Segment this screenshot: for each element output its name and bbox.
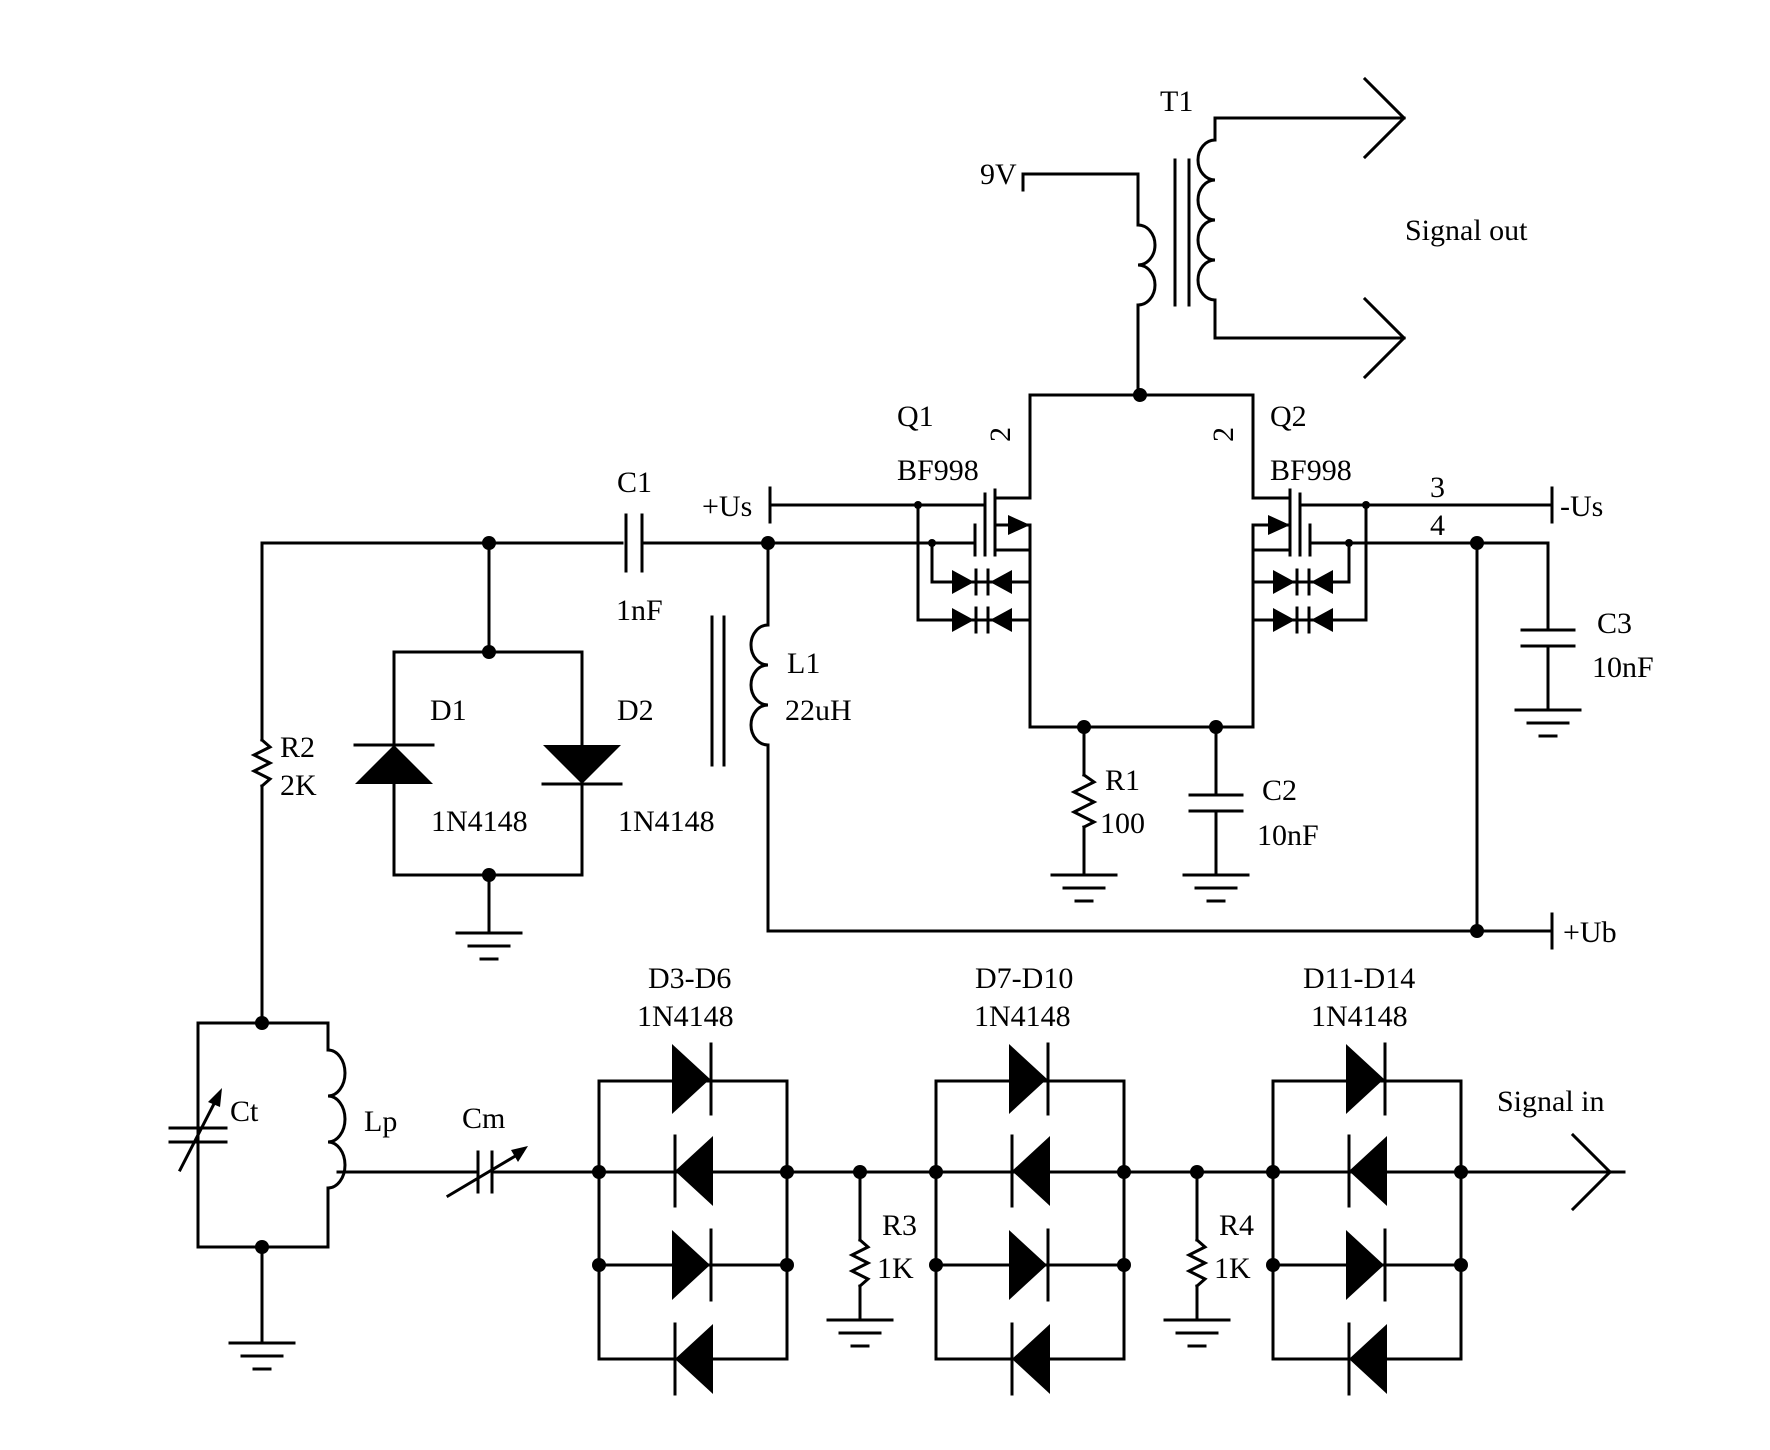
l1-value-label: 22uH bbox=[785, 694, 852, 727]
d1-model-label: 1N4148 bbox=[431, 805, 528, 838]
lp-label: Lp bbox=[364, 1105, 397, 1138]
gate-bias-terminals bbox=[768, 486, 1554, 524]
junction-dot bbox=[1117, 1258, 1131, 1272]
input-coupling bbox=[260, 513, 934, 933]
ct-label: Ct bbox=[230, 1095, 259, 1128]
junction-dot bbox=[914, 501, 922, 509]
junction-dot bbox=[780, 1165, 794, 1179]
d3-d6-label: D3-D6 bbox=[648, 962, 731, 995]
r1-value-label: 100 bbox=[1100, 807, 1145, 840]
r1-label: R1 bbox=[1105, 764, 1140, 797]
source-network bbox=[1050, 725, 1250, 903]
r3-label: R3 bbox=[882, 1209, 917, 1242]
r4-label: R4 bbox=[1219, 1209, 1254, 1242]
junction-dot bbox=[1454, 1165, 1468, 1179]
pin4-label: 4 bbox=[1430, 509, 1445, 542]
l1-label: L1 bbox=[787, 647, 820, 680]
d2-label: D2 bbox=[617, 694, 654, 727]
q2-label: Q2 bbox=[1270, 400, 1307, 433]
diode-ladder bbox=[490, 1042, 1626, 1396]
tank-circuit bbox=[168, 541, 528, 1371]
minus-us-label: -Us bbox=[1560, 490, 1603, 523]
d7-d10-label: D7-D10 bbox=[975, 962, 1073, 995]
junction-dot bbox=[1117, 1165, 1131, 1179]
mosfet-pair bbox=[768, 388, 1554, 734]
junction-dot bbox=[929, 1258, 943, 1272]
q2-pin2-label: 2 bbox=[1207, 427, 1240, 442]
q1-pin2-label: 2 bbox=[984, 427, 1017, 442]
junction-dot bbox=[1266, 1165, 1280, 1179]
transformer-t1 bbox=[1021, 76, 1407, 397]
junction-dot bbox=[592, 1258, 606, 1272]
plus-us-label: +Us bbox=[702, 490, 752, 523]
d11-d14-label: D11-D14 bbox=[1303, 962, 1415, 995]
pin3-label: 3 bbox=[1430, 471, 1445, 504]
c3-label: C3 bbox=[1597, 607, 1632, 640]
signal-out-label: Signal out bbox=[1405, 214, 1528, 247]
c1-label: C1 bbox=[617, 466, 652, 499]
junction-dot bbox=[1454, 1258, 1468, 1272]
junction-dot bbox=[929, 1165, 943, 1179]
q1-model-label: BF998 bbox=[897, 454, 979, 487]
limiter-diodes bbox=[353, 541, 623, 961]
q1-label: Q1 bbox=[897, 400, 934, 433]
t1-label: T1 bbox=[1160, 85, 1193, 118]
c2-label: C2 bbox=[1262, 774, 1297, 807]
r3-value-label: 1K bbox=[877, 1252, 914, 1285]
c3-value-label: 10nF bbox=[1592, 651, 1654, 684]
junction-dot bbox=[780, 1258, 794, 1272]
d11-d14-model-label: 1N4148 bbox=[1311, 1000, 1408, 1033]
r2-label: R2 bbox=[280, 731, 315, 764]
d7-d10-model-label: 1N4148 bbox=[974, 1000, 1071, 1033]
d3-d6-model-label: 1N4148 bbox=[637, 1000, 734, 1033]
c2-value-label: 10nF bbox=[1257, 819, 1319, 852]
cm-label: Cm bbox=[462, 1102, 505, 1135]
d1-label: D1 bbox=[430, 694, 467, 727]
junction-dot bbox=[1133, 388, 1147, 402]
junction-dot bbox=[1266, 1258, 1280, 1272]
c1-value-label: 1nF bbox=[616, 594, 663, 627]
supply-9v-label: 9V bbox=[980, 158, 1017, 191]
r2-value-label: 2K bbox=[280, 769, 317, 802]
q2-gate-network bbox=[766, 536, 1582, 950]
junction-dot bbox=[592, 1165, 606, 1179]
signal-in-label: Signal in bbox=[1497, 1085, 1605, 1118]
r4-value-label: 1K bbox=[1214, 1252, 1251, 1285]
plus-ub-label: +Ub bbox=[1563, 916, 1617, 949]
q2-model-label: BF998 bbox=[1270, 454, 1352, 487]
d2-model-label: 1N4148 bbox=[618, 805, 715, 838]
